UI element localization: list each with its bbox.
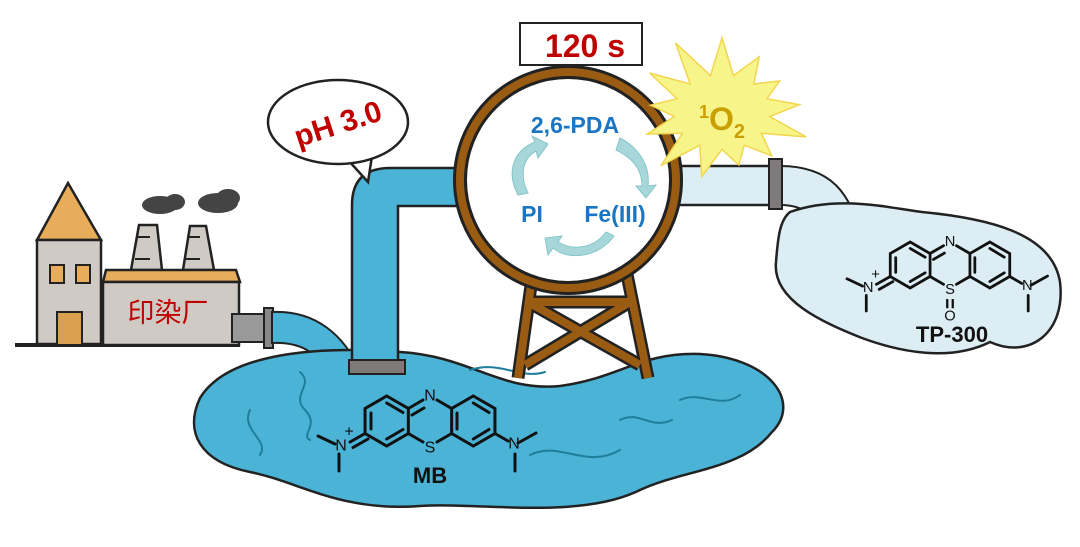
- mb-label: MB: [413, 463, 447, 488]
- reaction-time-label: 120 s: [545, 28, 625, 64]
- tp300-label: TP-300: [916, 322, 988, 347]
- cycle-label-fe: Fe(III): [584, 201, 645, 227]
- svg-text:+: +: [344, 424, 353, 441]
- dye-wastewater-pool: [192, 310, 785, 509]
- svg-text:N: N: [335, 438, 347, 455]
- smoke: [142, 189, 240, 214]
- svg-text:O: O: [944, 309, 955, 325]
- svg-text:N: N: [508, 436, 520, 453]
- reactor-ring: [453, 65, 683, 295]
- singlet-oxygen-label: 1O2: [699, 101, 745, 143]
- singlet-oxygen-burst: 1O2: [644, 35, 807, 179]
- dye-factory: 印染厂: [15, 180, 274, 349]
- svg-text:N: N: [863, 280, 874, 296]
- svg-text:N: N: [945, 234, 956, 250]
- arrow-pda-to-fe: [615, 137, 658, 199]
- svg-text:S: S: [425, 440, 436, 457]
- svg-text:N: N: [424, 388, 436, 405]
- ph-speech-bubble: pH 3.0: [266, 78, 410, 185]
- reaction-time-box: 120 s: [519, 22, 643, 66]
- arrow-fe-to-pi: [544, 231, 615, 257]
- svg-text:S: S: [945, 282, 955, 298]
- svg-text:N: N: [1022, 278, 1033, 294]
- tp300-molecule: N S O N + N: [845, 234, 1049, 325]
- catalytic-cycle-arrows: [511, 134, 658, 257]
- svg-text:+: +: [871, 267, 880, 283]
- factory-label: 印染厂: [128, 298, 209, 329]
- cycle-label-pi: PI: [521, 201, 543, 227]
- cycle-label-pda: 2,6-PDA: [531, 112, 619, 138]
- arrow-pi-to-pda: [511, 134, 549, 196]
- mb-molecule: N S N + N MB: [316, 388, 538, 488]
